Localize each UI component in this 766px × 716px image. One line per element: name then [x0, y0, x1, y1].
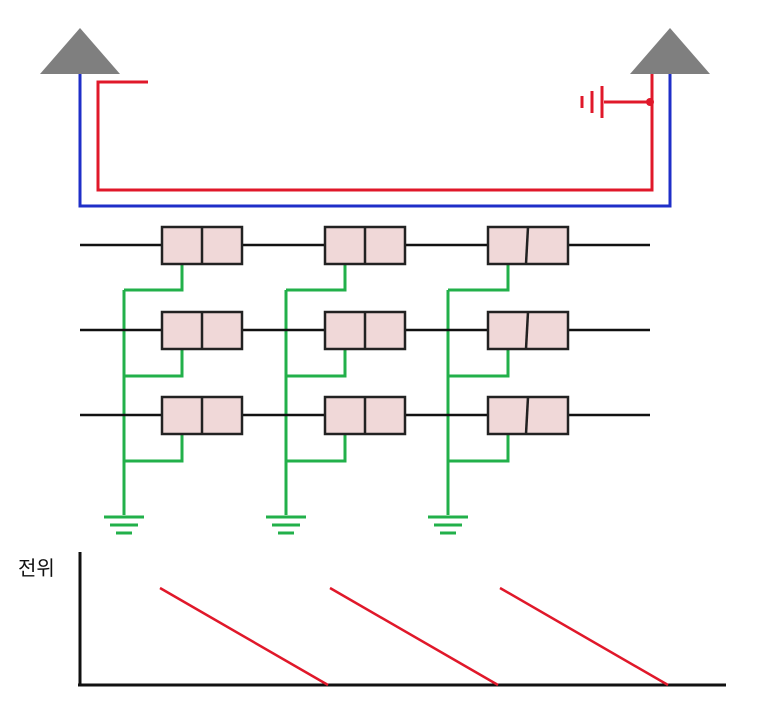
cell-2-2 — [323, 310, 407, 351]
green-ground-group-3 — [446, 262, 510, 515]
red-wire-junction — [646, 98, 654, 106]
cell-2-3 — [486, 310, 570, 351]
tower-left-icon — [40, 28, 120, 74]
ground-icon-1 — [104, 515, 144, 535]
ground-icon-3 — [428, 515, 468, 535]
cell-row-2 — [80, 310, 650, 351]
red-wire — [96, 74, 654, 192]
blue-wire — [78, 74, 672, 208]
cell-3-1 — [160, 395, 244, 436]
cell-row-3 — [80, 395, 650, 436]
cell-2-1 — [160, 310, 244, 351]
cell-1-1 — [160, 225, 244, 266]
cell-3-3 — [486, 395, 570, 436]
y-axis-label: 전위 — [18, 556, 55, 580]
cell-1-3 — [486, 225, 570, 266]
cell-row-1 — [80, 225, 650, 266]
potential-line-1 — [159, 586, 329, 687]
tower-right-icon — [630, 28, 710, 74]
cell-3-2 — [323, 395, 407, 436]
ground-icon-2 — [266, 515, 306, 535]
green-ground-group-1 — [122, 262, 184, 515]
red-ground-icon — [580, 86, 604, 118]
cell-1-2 — [323, 225, 407, 266]
green-ground-group-2 — [284, 262, 347, 515]
potential-line-2 — [329, 586, 499, 687]
potential-line-3 — [499, 586, 669, 687]
